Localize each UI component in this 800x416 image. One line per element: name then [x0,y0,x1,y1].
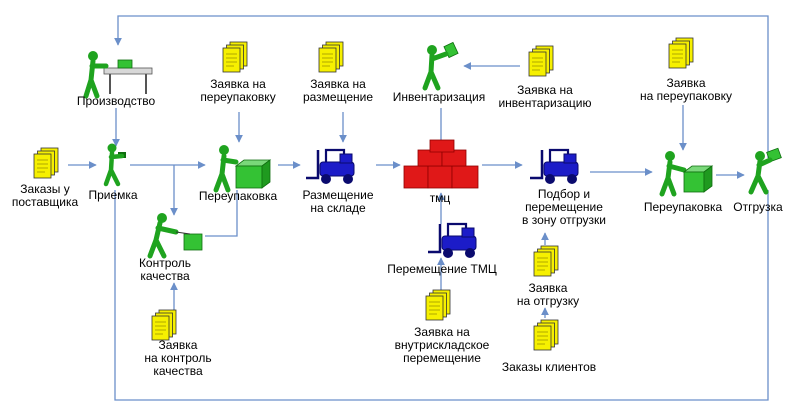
internal-move-request-line-3: перемещение [403,351,481,365]
qc-request-line-3: качества [153,364,203,378]
shipping-label: Отгрузка [733,200,783,214]
placement-request-line-1: Заявка на [310,77,366,91]
placement-request-label: Заявка на размещение [303,78,373,104]
internal-move-label: Перемещение ТМЦ [387,262,497,276]
picking-line-3: в зону отгрузки [522,213,606,227]
document-stack-icon-qc-request [151,309,177,341]
repack-2-label: Переупаковка [643,200,723,214]
document-stack-icon-client-orders [533,319,559,351]
forklift-icon-picking [528,148,580,186]
quality-control-line-2: качества [140,269,190,283]
connector-lines [68,15,769,401]
person-at-workbench-icon [83,51,153,99]
inventory-label: Инвентаризация [392,90,486,104]
placement-request-line-2: размещение [302,90,374,104]
document-stack-icon-repack-request-2 [668,37,694,69]
picking-line-2: перемещение [525,200,603,214]
repack-request-2-line-1: Заявка [666,76,706,90]
placement-label: Размещение на складе [303,189,374,215]
repack-request-1-line-1: Заявка на [210,77,266,91]
document-stack-icon-supplier-orders [33,147,59,179]
placement-line-1: Размещение [302,188,374,202]
person-packing-box-icon-2 [659,151,714,197]
inventory-request-label: Заявка на инвентаризацию [498,84,591,110]
production-label: Производство [76,94,156,108]
forklift-icon-placement [304,148,356,186]
person-walking-icon [103,143,126,187]
receiving-label: Приемка [88,188,138,202]
qc-to-repack-line [205,190,238,237]
quality-control-label: Контроль качества [139,257,191,283]
document-stack-icon-repack-request-1 [222,41,248,73]
internal-move-request-line-1: Заявка на [414,325,470,339]
person-with-clipboard-icon [422,41,459,91]
qc-request-line-1: Заявка [158,338,198,352]
return-loop-line [114,15,769,158]
inventory-request-line-1: Заявка на [517,83,573,97]
shipment-request-line-2: на отгрузку [516,294,580,308]
qc-request-label: Заявка на контроль качества [144,339,211,378]
forklift-icon-internal-move [426,222,478,260]
shipment-request-label: Заявка на отгрузку [517,282,579,308]
person-packing-box-icon [213,145,272,193]
repack-request-2-line-2: на переупаковку [639,89,733,103]
picking-label: Подбор и перемещение в зону отгрузки [522,188,606,227]
client-orders-label: Заказы клиентов [501,360,597,374]
inventory-request-line-2: инвентаризацию [498,96,592,110]
repack-request-1-line-2: переупаковку [200,90,276,104]
placement-line-2: на складе [310,201,366,215]
repack-request-2-label: Заявка на переупаковку [640,77,732,103]
document-stack-icon-shipment-request [533,245,559,277]
internal-move-request-line-2: внутрискладское [394,338,490,352]
stacked-boxes-icon [403,139,479,189]
bottom-frame-line [114,190,769,401]
picking-line-1: Подбор и [537,187,591,201]
supplier-orders-line-1: Заказы у [20,182,70,196]
repack-request-1-label: Заявка на переупаковку [200,78,275,104]
supplier-orders-label: Заказы у поставщика [12,183,78,209]
document-stack-icon-placement-request [318,41,344,73]
stock-label: тмц [429,191,451,205]
quality-control-line-1: Контроль [138,256,192,270]
person-inspecting-box-icon [147,213,203,259]
person-carrying-box-icon [748,147,782,195]
document-stack-icon-inventory-request [528,45,554,77]
repack-1-label: Переупаковка [198,189,278,203]
supplier-orders-line-2: поставщика [11,195,79,209]
shipment-request-line-1: Заявка [528,281,568,295]
qc-request-line-2: на контроль [144,351,212,365]
internal-move-request-label: Заявка на внутрискладское перемещение [395,326,490,365]
document-stack-icon-internal-move-request [425,289,451,321]
